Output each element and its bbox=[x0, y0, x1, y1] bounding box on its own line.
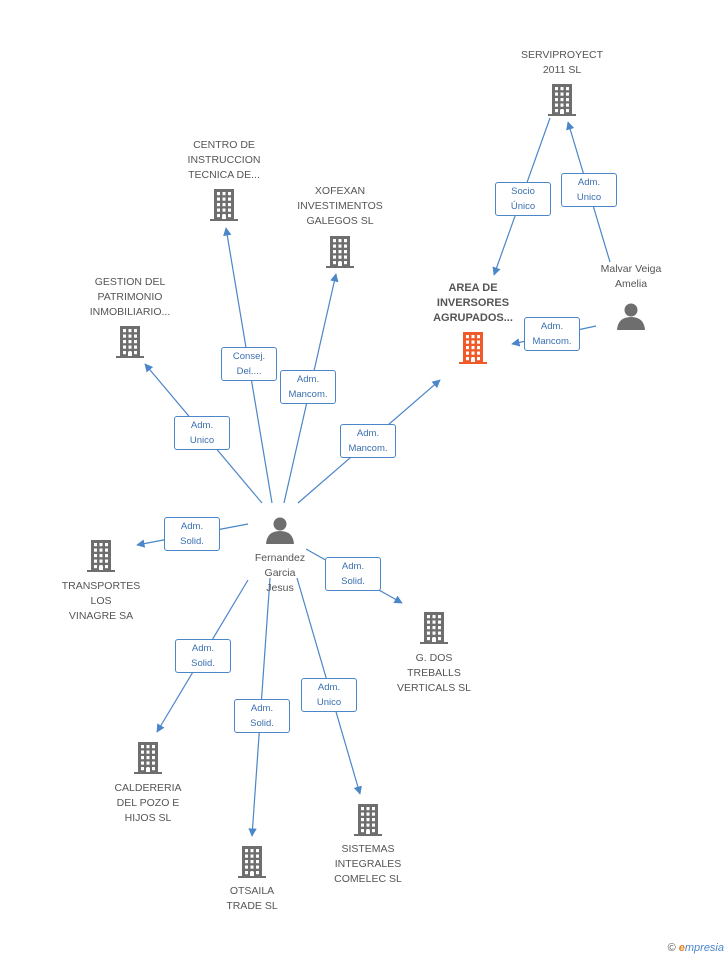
node-label-malvar[interactable]: Malvar Veiga Amelia bbox=[600, 263, 662, 290]
edge-label-fernandez-to-xofexan[interactable]: Adm. Mancom. bbox=[280, 370, 336, 404]
brand-logo-e: e bbox=[678, 942, 685, 954]
node-label-xofexan[interactable]: XOFEXAN INVESTIMENTOS GALEGOS SL bbox=[297, 185, 383, 227]
xofexan-building-icon[interactable] bbox=[326, 236, 354, 268]
node-label-caldereria[interactable]: CALDERERIA DEL POZO E HIJOS SL bbox=[114, 782, 182, 824]
node-label-otsaila[interactable]: OTSAILA TRADE SL bbox=[226, 885, 278, 912]
edge-label-malvar-to-area[interactable]: Adm. Mancom. bbox=[524, 317, 580, 351]
node-label-gdos[interactable]: G. DOS TREBALLS VERTICALS SL bbox=[397, 652, 471, 694]
node-label-gestion[interactable]: GESTION DEL PATRIMONIO INMOBILIARIO... bbox=[89, 276, 171, 318]
node-label-area[interactable]: AREA DE INVERSORES AGRUPADOS... bbox=[433, 282, 513, 324]
centro-building-icon[interactable] bbox=[210, 189, 238, 221]
caldereria-building-icon[interactable] bbox=[134, 742, 162, 774]
node-label-transportes[interactable]: TRANSPORTES LOS VINAGRE SA bbox=[61, 580, 141, 622]
empresia-watermark: © empresia bbox=[668, 942, 724, 954]
edge-label-fernandez-to-gestion[interactable]: Adm. Unico bbox=[174, 416, 230, 450]
edge-label-fernandez-to-otsaila[interactable]: Adm. Solid. bbox=[234, 699, 290, 733]
brand-logo-text: mpresia bbox=[684, 942, 724, 954]
fernandez-person-icon[interactable] bbox=[266, 517, 294, 545]
edge-label-fernandez-to-sistemas[interactable]: Adm. Unico bbox=[301, 678, 357, 712]
area-building-icon[interactable] bbox=[459, 332, 487, 364]
edge-label-serviproyect-to-area[interactable]: Socio Único bbox=[495, 182, 551, 216]
node-label-fernandez[interactable]: Fernandez Garcia Jesus bbox=[254, 552, 306, 594]
node-label-centro[interactable]: CENTRO DE INSTRUCCION TECNICA DE... bbox=[187, 139, 261, 181]
copyright-symbol: © bbox=[667, 942, 676, 954]
edge-label-fernandez-to-transportes[interactable]: Adm. Solid. bbox=[164, 517, 220, 551]
edge-label-fernandez-to-centro[interactable]: Consej. Del.... bbox=[221, 347, 277, 381]
node-label-sistemas[interactable]: SISTEMAS INTEGRALES COMELEC SL bbox=[334, 843, 402, 885]
malvar-person-icon[interactable] bbox=[617, 303, 645, 331]
edge-label-fernandez-to-gdos[interactable]: Adm. Solid. bbox=[325, 557, 381, 591]
otsaila-building-icon[interactable] bbox=[238, 846, 266, 878]
transportes-building-icon[interactable] bbox=[87, 540, 115, 572]
edge-label-malvar-to-serviproyect[interactable]: Adm. Unico bbox=[561, 173, 617, 207]
serviproyect-building-icon[interactable] bbox=[548, 84, 576, 116]
edge-label-fernandez-to-area[interactable]: Adm. Mancom. bbox=[340, 424, 396, 458]
edge-label-fernandez-to-caldereria[interactable]: Adm. Solid. bbox=[175, 639, 231, 673]
gestion-building-icon[interactable] bbox=[116, 326, 144, 358]
node-label-serviproyect[interactable]: SERVIPROYECT 2011 SL bbox=[520, 49, 604, 76]
gdos-building-icon[interactable] bbox=[420, 612, 448, 644]
sistemas-building-icon[interactable] bbox=[354, 804, 382, 836]
